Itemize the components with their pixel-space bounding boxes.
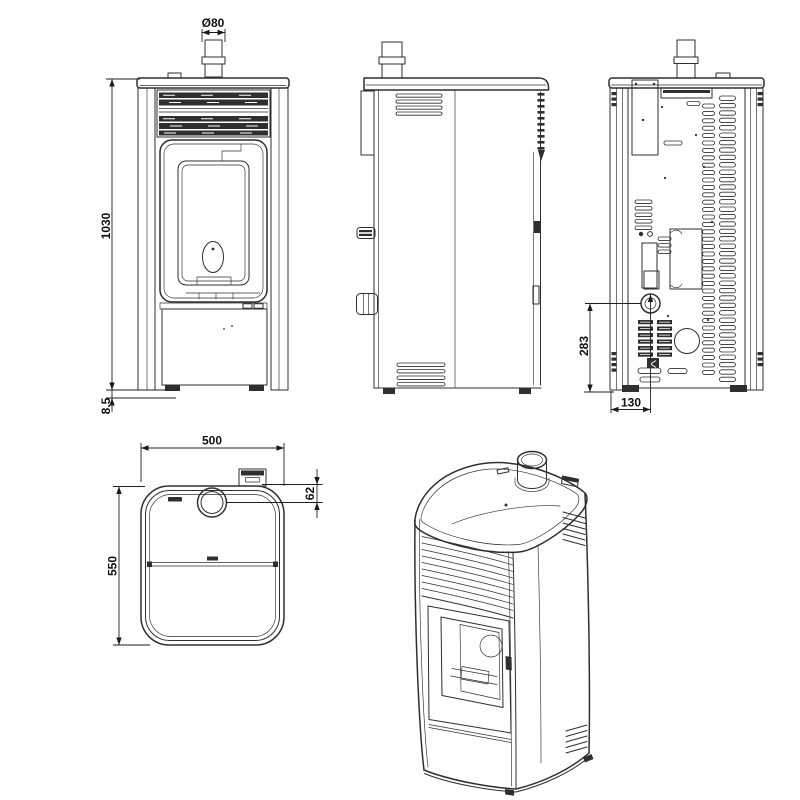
side-foot-right	[519, 388, 531, 394]
rear-flue-pipe	[673, 39, 699, 79]
front-right-pillar	[270, 87, 289, 391]
top-outline	[140, 485, 285, 646]
base-panel	[161, 308, 268, 386]
dim-flue-diameter: Ø80	[202, 16, 225, 30]
side-foot-left	[383, 388, 395, 394]
side-door-latch	[534, 221, 540, 233]
dim-foot-height: 8.5	[99, 397, 113, 414]
front-top-cap	[136, 77, 290, 89]
rear-vent-column-outer	[719, 95, 736, 383]
rear-center-slots	[634, 199, 653, 231]
persp-top-panel	[413, 462, 588, 554]
front-air-grille	[156, 89, 271, 138]
dim-flue-offset: 62	[303, 487, 317, 501]
fan-cutout	[674, 328, 700, 354]
persp-front-pillar	[512, 552, 517, 789]
persp-right-edge	[584, 493, 591, 754]
door-glass	[177, 160, 250, 286]
dimension-flue-diameter: Ø80	[201, 16, 226, 42]
persp-feet	[505, 754, 594, 796]
hopper-chute-box	[631, 79, 659, 156]
rear-recessed-band	[660, 87, 713, 99]
rear-view	[608, 39, 765, 392]
dim-overall-height: 1030	[99, 212, 113, 239]
dim-intake-offset: 130	[621, 396, 641, 410]
rear-left-pillar	[609, 87, 629, 391]
front-left-pillar	[137, 87, 156, 391]
side-bottom-vents	[396, 362, 446, 387]
dim-depth: 550	[106, 556, 120, 576]
perspective-view	[413, 450, 594, 796]
side-door-hinge	[532, 285, 540, 305]
persp-bottom-edge	[423, 752, 590, 790]
front-flue-pipe	[201, 39, 226, 78]
side-top-vents	[395, 93, 443, 116]
top-slot	[168, 497, 182, 502]
persp-side-vents-bottom	[565, 724, 588, 754]
dimension-overall-height: 1030	[99, 78, 176, 399]
rear-right-pillar	[744, 87, 764, 391]
rear-bracket	[360, 90, 375, 156]
side-view	[356, 41, 550, 394]
persp-burn-pot	[460, 666, 490, 685]
side-handle	[356, 227, 376, 239]
rating-plate	[669, 228, 703, 290]
persp-left-edge	[414, 519, 425, 771]
top-flue-outlet	[196, 487, 228, 518]
dimension-foot-height: 8.5	[99, 390, 115, 414]
front-foot-right	[249, 385, 264, 391]
control-panel	[238, 468, 267, 487]
top-seam-line	[146, 556, 279, 567]
rear-foot-right	[730, 385, 747, 392]
persp-door-window	[440, 616, 504, 708]
persp-control-panel	[561, 475, 579, 488]
persp-louver-band	[421, 536, 514, 619]
rear-vent-column-inner	[702, 103, 715, 375]
rear-bottom-slots	[637, 367, 688, 383]
dim-width: 500	[202, 434, 222, 448]
persp-side-vents-top	[562, 511, 586, 546]
door-sill	[159, 302, 268, 310]
rear-dark-vent-grid	[638, 320, 672, 357]
dimension-intake-offset: 130	[610, 294, 654, 413]
fire-door	[159, 139, 268, 303]
side-flue-pipe	[378, 41, 406, 79]
dimension-flue-offset: 62	[226, 469, 323, 518]
rear-screw	[638, 231, 644, 237]
rear-edge-slots	[611, 92, 763, 372]
door-bottom-tab	[196, 276, 232, 286]
side-louver-edge	[537, 93, 545, 161]
persp-fire-door	[427, 605, 512, 734]
dimension-width: 500	[140, 434, 285, 486]
top-view	[140, 468, 285, 646]
power-inlet-plate	[641, 242, 660, 290]
side-pipe-stub	[356, 293, 378, 315]
rear-foot-left	[622, 385, 639, 392]
persp-door-latch	[505, 656, 512, 671]
rear-screw-dots	[660, 105, 714, 322]
side-top-cap	[363, 77, 550, 91]
dim-intake-height: 283	[577, 336, 591, 356]
dimension-intake-height: 283	[577, 303, 641, 393]
door-handle	[202, 241, 224, 273]
persp-top-slot	[496, 467, 510, 475]
front-foot-left	[165, 385, 180, 391]
rear-hole	[647, 231, 653, 237]
front-view	[136, 39, 290, 391]
dimension-depth: 550	[106, 486, 150, 646]
persp-side-seam	[537, 544, 542, 764]
